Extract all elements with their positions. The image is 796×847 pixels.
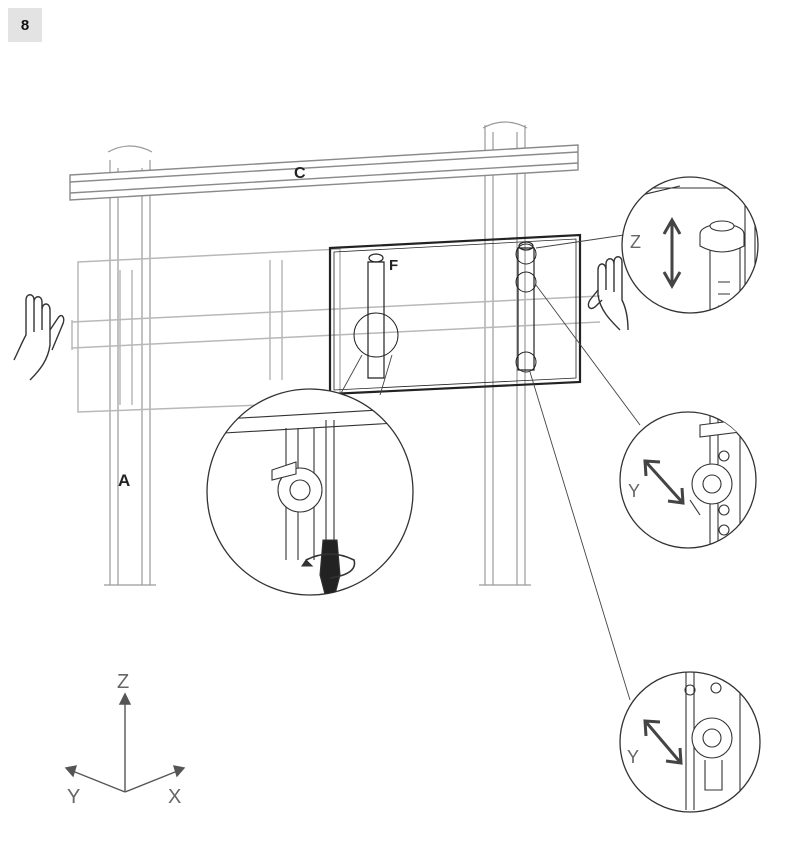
detail-circle-y-middle — [619, 411, 757, 549]
axis-x-label: X — [168, 786, 181, 808]
axis-z-label: Z — [117, 671, 129, 693]
axis-indicator — [64, 692, 186, 793]
axis-y-label: Y — [67, 786, 80, 808]
right-column — [484, 125, 526, 585]
crossbar — [69, 144, 579, 201]
bracket-label: F — [389, 257, 398, 274]
bracket-right — [517, 247, 535, 371]
display-panel — [328, 233, 582, 396]
double-arrow-icon — [662, 216, 682, 290]
detail-mid-axis-label: Y — [628, 481, 640, 501]
detail-bottom-axis-label: Y — [627, 747, 639, 767]
left-column — [109, 160, 151, 585]
column-label: A — [118, 471, 130, 490]
leader-lines — [339, 234, 641, 701]
step-number: 8 — [20, 16, 30, 34]
ghost-display — [71, 248, 601, 413]
stand-columns — [104, 121, 531, 586]
double-arrow-icon — [643, 459, 685, 505]
bracket-left — [367, 261, 385, 379]
detail-top-axis-label: Z — [630, 232, 641, 252]
hand-right-icon — [587, 256, 629, 331]
crossbar-label: C — [294, 165, 306, 182]
hand-left-icon — [13, 294, 65, 381]
detail-circle-z — [621, 176, 759, 314]
detail-circle-screwdriver — [206, 388, 414, 596]
double-arrow-icon — [643, 719, 683, 765]
detail-circle-y-bottom — [619, 671, 761, 813]
step-number-badge: 8 — [8, 8, 42, 42]
